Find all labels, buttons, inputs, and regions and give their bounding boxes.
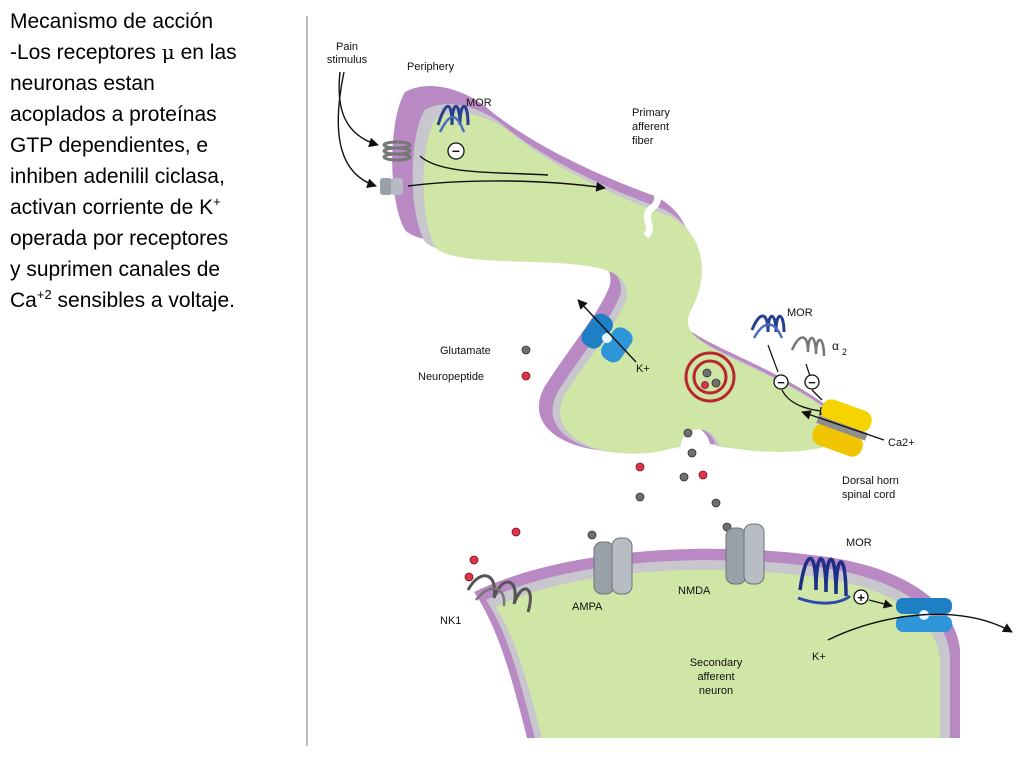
- mor-receptor-mid: [750, 314, 786, 339]
- label-mor-top: MOR: [466, 97, 492, 109]
- label-nmda: NMDA: [678, 585, 711, 597]
- slide-heading: Mecanismo de acción: [10, 10, 214, 33]
- slide-body-line: y suprimen canales de: [10, 258, 221, 281]
- svg-text:−: −: [808, 375, 816, 390]
- slide-body-line: activan corriente de K+: [10, 194, 221, 219]
- label-nk1: NK1: [440, 615, 461, 627]
- calcium-channel: [801, 399, 885, 457]
- peripheral-channel: [380, 178, 403, 195]
- label-alpha2: α: [832, 339, 839, 353]
- label-dorsal-horn: spinal cord: [842, 489, 895, 501]
- minus-icon: −: [773, 374, 789, 390]
- label-mor-mid: MOR: [787, 307, 813, 319]
- mor-receptor-bottom: [797, 556, 851, 605]
- inhibition-arrow: [811, 389, 823, 401]
- label-alpha2-sub: 2: [842, 347, 847, 357]
- slide-body-line: acoplados a proteínas: [10, 103, 217, 126]
- label-secondary-afferent: neuron: [699, 685, 733, 697]
- svg-text:−: −: [777, 375, 785, 390]
- minus-icon: −: [804, 374, 820, 390]
- svg-text:+: +: [857, 590, 865, 605]
- label-primary-afferent: afferent: [632, 121, 669, 133]
- nk1-receptor: [466, 574, 532, 613]
- vertical-divider: [306, 16, 308, 746]
- pain-stimulus-arrows: [337, 71, 379, 188]
- slide-body-line: inhiben adenilil ciclasa,: [10, 165, 225, 188]
- label-glutamate: Glutamate: [440, 345, 491, 357]
- label-primary-afferent: Primary: [632, 107, 670, 119]
- slide-body-line: -Los receptores μ en las: [10, 40, 237, 64]
- svg-text:−: −: [452, 143, 460, 159]
- alpha2-receptor: [790, 336, 826, 357]
- slide-body-line: neuronas estan: [10, 72, 155, 95]
- label-k-plus-bottom: K+: [812, 651, 826, 663]
- label-mor-bottom: MOR: [846, 537, 872, 549]
- signal-arrow: [419, 155, 549, 176]
- mor-receptor-top: [436, 104, 470, 133]
- signal-arrow: [407, 180, 606, 192]
- label-periphery: Periphery: [407, 61, 455, 73]
- secondary-afferent-neuron: [474, 548, 960, 738]
- activation-arrow: [868, 599, 893, 609]
- label-pain-stimulus: Pain: [336, 41, 358, 53]
- released-transmitters: [464, 428, 732, 582]
- potassium-channel-mid: [577, 299, 637, 363]
- slide-text-block: Mecanismo de acción -Los receptores μ en…: [10, 6, 302, 316]
- label-dorsal-horn: Dorsal horn: [842, 475, 899, 487]
- inhibition-arrow: [767, 344, 779, 373]
- inhibition-arrow: [805, 363, 811, 377]
- minus-icon: −: [447, 142, 465, 160]
- nmda-receptor: [725, 523, 765, 585]
- fiber-break: [643, 173, 665, 239]
- label-primary-afferent: fiber: [632, 135, 654, 147]
- ampa-receptor: [593, 537, 633, 595]
- label-ca2-plus: Ca2+: [888, 437, 915, 449]
- mu-symbol: μ: [161, 40, 175, 64]
- neuropeptide-legend-dot: [521, 371, 531, 381]
- plus-icon: +: [853, 589, 869, 605]
- label-secondary-afferent: afferent: [697, 671, 734, 683]
- label-pain-stimulus: stimulus: [327, 54, 368, 66]
- potassium-efflux-arrow: [827, 613, 1013, 641]
- label-neuropeptide: Neuropeptide: [418, 371, 484, 383]
- slide-body-line: Ca+2 sensibles a voltaje.: [10, 287, 235, 312]
- slide-body-line: GTP dependientes, e: [10, 134, 209, 157]
- slide-body-line: operada por receptores: [10, 227, 229, 250]
- label-k-plus-mid: K+: [636, 363, 650, 375]
- label-ampa: AMPA: [572, 601, 603, 613]
- primary-afferent-neuron: [392, 85, 846, 454]
- peripheral-receptor-coil: [382, 140, 412, 162]
- label-secondary-afferent: Secondary: [690, 657, 743, 669]
- opioid-mechanism-diagram: − − −: [327, 41, 1013, 738]
- synaptic-vesicle: [684, 351, 736, 403]
- glutamate-legend-dot: [521, 345, 531, 355]
